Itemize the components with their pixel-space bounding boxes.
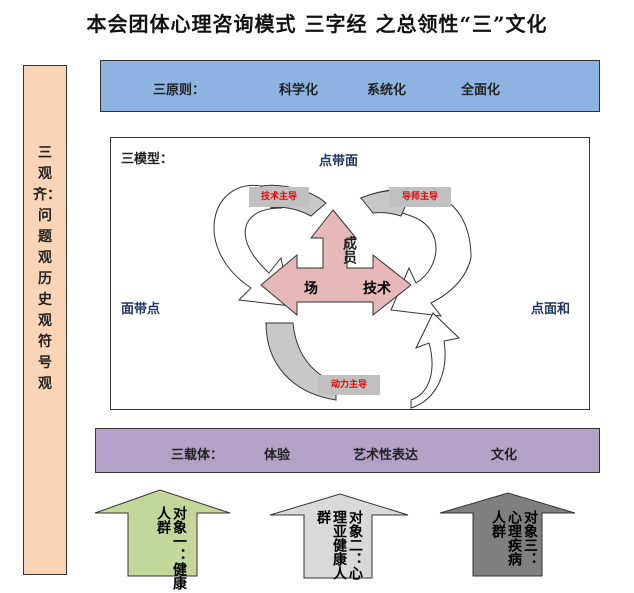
center-up-label: 成员 xyxy=(341,236,357,264)
model-label: 三模型： xyxy=(121,152,174,167)
carrier-item: 文化 xyxy=(491,448,518,463)
principle-item: 全面化 xyxy=(461,83,501,98)
principles-band: 三原则： 科学化 系统化 全面化 xyxy=(100,60,600,112)
center-right-label: 技术 xyxy=(363,281,391,297)
target-text-1: 对象一：健康人群 xyxy=(155,506,187,590)
target-arrows xyxy=(94,489,576,579)
target-arrow-3 xyxy=(439,492,576,577)
carrier-item: 体验 xyxy=(264,448,291,463)
principles-label: 三原则： xyxy=(153,83,206,98)
center-cross-arrow xyxy=(260,209,412,317)
target-text-3: 对象三：心理疾病人群 xyxy=(490,510,538,566)
page-title: 本会团体心理咨询模式 三字经 之总领性“三”文化 xyxy=(86,12,548,36)
model-top-label: 点带面 xyxy=(319,154,359,169)
principle-item: 系统化 xyxy=(367,83,407,98)
carriers-band: 三载体： 体验 艺术性表达 文化 xyxy=(95,428,600,473)
center-left-label: 场 xyxy=(304,281,318,297)
model-right-label: 点面和 xyxy=(531,302,571,317)
three-views-text: 三观齐：问题观 历史观 符号观 xyxy=(33,145,61,392)
model-left-label: 面带点 xyxy=(121,302,161,317)
carriers-label: 三载体： xyxy=(171,448,224,463)
principle-item: 科学化 xyxy=(279,83,319,98)
model-box: 三模型： 点带面 面带点 点面和 成员 场 技术 技术主导 导师主导 动力主导 xyxy=(110,137,590,410)
cycle-tag: 动力主导 xyxy=(318,375,380,395)
target-arrow-1 xyxy=(94,489,231,577)
three-views-panel xyxy=(23,65,67,575)
carrier-item: 艺术性表达 xyxy=(353,448,419,463)
cycle-tag: 技术主导 xyxy=(249,187,309,207)
target-arrow-2 xyxy=(269,493,409,579)
cycle-tag: 导师主导 xyxy=(389,187,451,207)
target-text-2: 对象二：心理亚健康人群 xyxy=(315,510,363,580)
cycle-diagram xyxy=(213,184,472,409)
